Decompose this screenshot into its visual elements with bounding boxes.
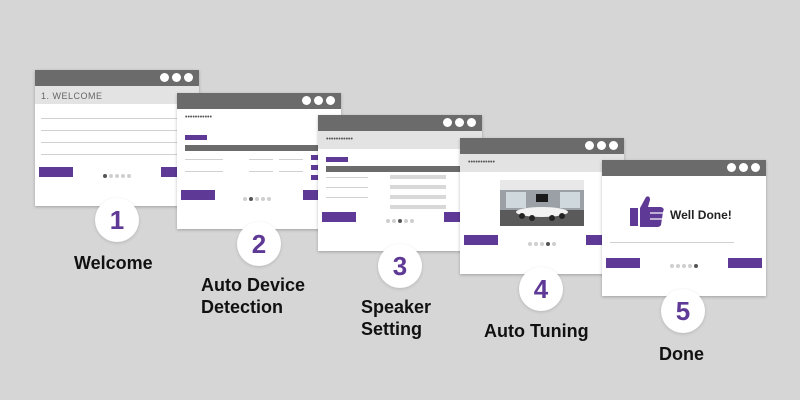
- next-button[interactable]: [161, 167, 181, 177]
- step-5-window: Well Done!: [602, 160, 766, 296]
- window-control-icon: [727, 163, 736, 172]
- masked-header-text: •••••••••••: [326, 136, 353, 143]
- window-header: •••••••••••: [318, 131, 482, 149]
- window-control-icon: [739, 163, 748, 172]
- back-button[interactable]: [39, 167, 73, 177]
- step-2-window: •••••••••••: [177, 93, 341, 229]
- window-control-icon: [443, 118, 452, 127]
- back-button[interactable]: [181, 190, 215, 200]
- step-3-label: Speaker Setting: [361, 297, 432, 339]
- window-control-icon: [467, 118, 476, 127]
- window-control-icon: [184, 73, 193, 82]
- step-4-number: 4: [519, 267, 563, 311]
- window-header: •••••••••••: [177, 109, 341, 127]
- window-control-icon: [455, 118, 464, 127]
- window-titlebar: [35, 70, 199, 86]
- window-header: •••••••••••: [460, 154, 624, 172]
- step-4-window: •••••••••••: [460, 138, 624, 274]
- page-indicator: [670, 264, 698, 268]
- window-titlebar: [318, 115, 482, 131]
- next-button[interactable]: [728, 258, 762, 268]
- window-titlebar: [460, 138, 624, 154]
- window-control-icon: [585, 141, 594, 150]
- window-control-icon: [160, 73, 169, 82]
- page-indicator: [528, 242, 556, 246]
- masked-header-text: •••••••••••: [468, 159, 495, 166]
- window-control-icon: [751, 163, 760, 172]
- page-indicator: [243, 197, 271, 201]
- window-control-icon: [314, 96, 323, 105]
- back-button[interactable]: [606, 258, 640, 268]
- thumbs-up-icon: [628, 194, 666, 235]
- page-indicator: [103, 174, 131, 178]
- window-header: 1. WELCOME: [35, 86, 199, 104]
- step-5-label: Done: [659, 344, 704, 364]
- page-indicator: [386, 219, 414, 223]
- window-control-icon: [302, 96, 311, 105]
- step-1-number: 1: [95, 198, 139, 242]
- conference-room-image: [500, 180, 584, 226]
- step-1-label: Welcome: [74, 253, 153, 273]
- window-control-icon: [597, 141, 606, 150]
- step-3-window: •••••••••••: [318, 115, 482, 251]
- step-4-label: Auto Tuning: [484, 321, 589, 341]
- welcome-header-text: 1. WELCOME: [41, 91, 103, 101]
- step-3-number: 3: [378, 244, 422, 288]
- window-control-icon: [172, 73, 181, 82]
- step-2-label: Auto Device Detection: [201, 275, 306, 317]
- well-done-text: Well Done!: [670, 208, 732, 222]
- step-2-number: 2: [237, 222, 281, 266]
- masked-header-text: •••••••••••: [185, 114, 212, 121]
- step-5-number: 5: [661, 289, 705, 333]
- window-control-icon: [609, 141, 618, 150]
- step-1-window: 1. WELCOME: [35, 70, 199, 206]
- window-titlebar: [177, 93, 341, 109]
- window-control-icon: [326, 96, 335, 105]
- back-button[interactable]: [322, 212, 356, 222]
- back-button[interactable]: [464, 235, 498, 245]
- window-titlebar: [602, 160, 766, 176]
